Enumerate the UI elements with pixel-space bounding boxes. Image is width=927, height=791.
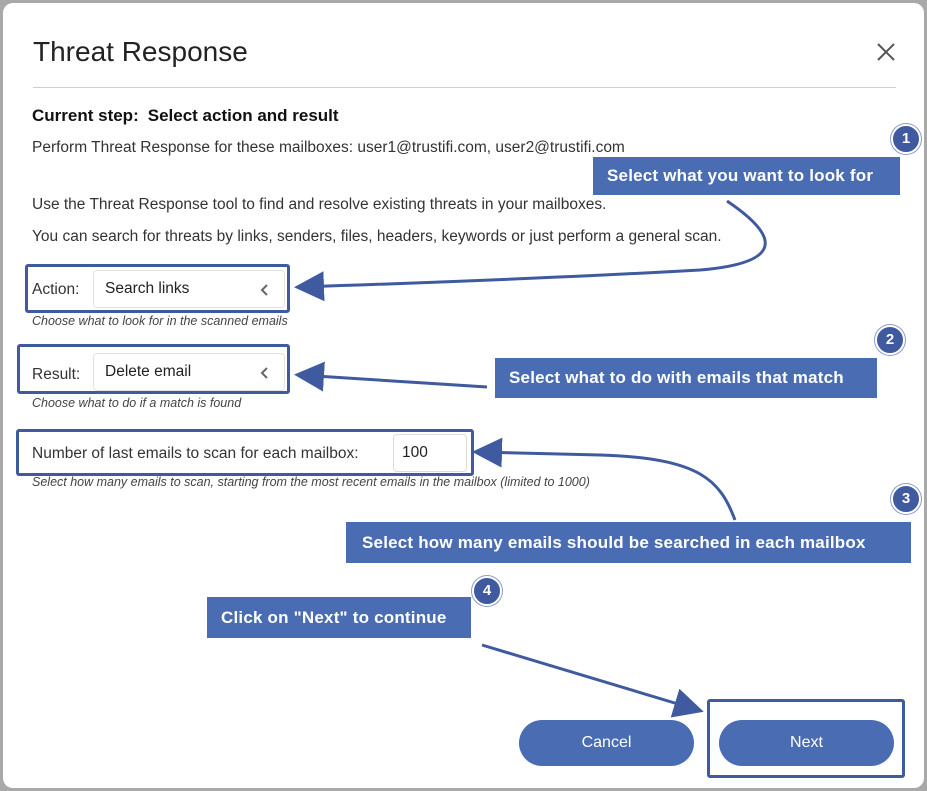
callout-4: Click on "Next" to continue	[207, 597, 471, 638]
result-label: Result:	[32, 366, 81, 383]
result-select[interactable]: Delete email	[93, 353, 285, 391]
result-hint: Choose what to do if a match is found	[32, 396, 242, 410]
dialog-title: Threat Response	[33, 36, 248, 67]
next-button[interactable]: Next	[719, 720, 894, 766]
intro-line-2: You can search for threats by links, sen…	[32, 228, 722, 245]
highlight-action	[25, 264, 290, 313]
callout-2: Select what to do with emails that match	[495, 358, 877, 398]
highlight-result	[17, 344, 290, 394]
cancel-button[interactable]: Cancel	[519, 720, 694, 766]
highlight-next-button	[707, 699, 905, 778]
result-select-value: Delete email	[105, 363, 192, 380]
step-prefix: Current step:	[32, 106, 139, 125]
action-select-value: Search links	[105, 280, 190, 297]
highlight-scan-count	[16, 429, 474, 476]
close-button[interactable]	[871, 37, 901, 67]
step-badge-4: 4	[472, 576, 502, 606]
scan-count-hint: Select how many emails to scan, starting…	[32, 475, 590, 489]
action-select[interactable]: Search links	[93, 270, 285, 308]
title-divider	[33, 87, 896, 88]
close-icon	[877, 43, 895, 61]
scan-count-input[interactable]	[393, 434, 467, 472]
scan-count-label: Number of last emails to scan for each m…	[32, 445, 359, 462]
step-badge-3: 3	[891, 484, 921, 514]
callout-3: Select how many emails should be searche…	[346, 522, 911, 563]
current-step: Current step: Select action and result	[32, 106, 339, 126]
chevron-left-icon	[260, 284, 268, 296]
step-name: Select action and result	[147, 106, 339, 125]
step-badge-2: 2	[875, 325, 905, 355]
callout-1: Select what you want to look for	[593, 157, 900, 195]
chevron-left-icon	[260, 367, 268, 379]
action-hint: Choose what to look for in the scanned e…	[32, 314, 288, 328]
intro-line-1: Use the Threat Response tool to find and…	[32, 196, 607, 213]
step-badge-1: 1	[891, 124, 921, 154]
action-label: Action:	[32, 281, 80, 298]
mailboxes-text: Perform Threat Response for these mailbo…	[32, 139, 625, 156]
